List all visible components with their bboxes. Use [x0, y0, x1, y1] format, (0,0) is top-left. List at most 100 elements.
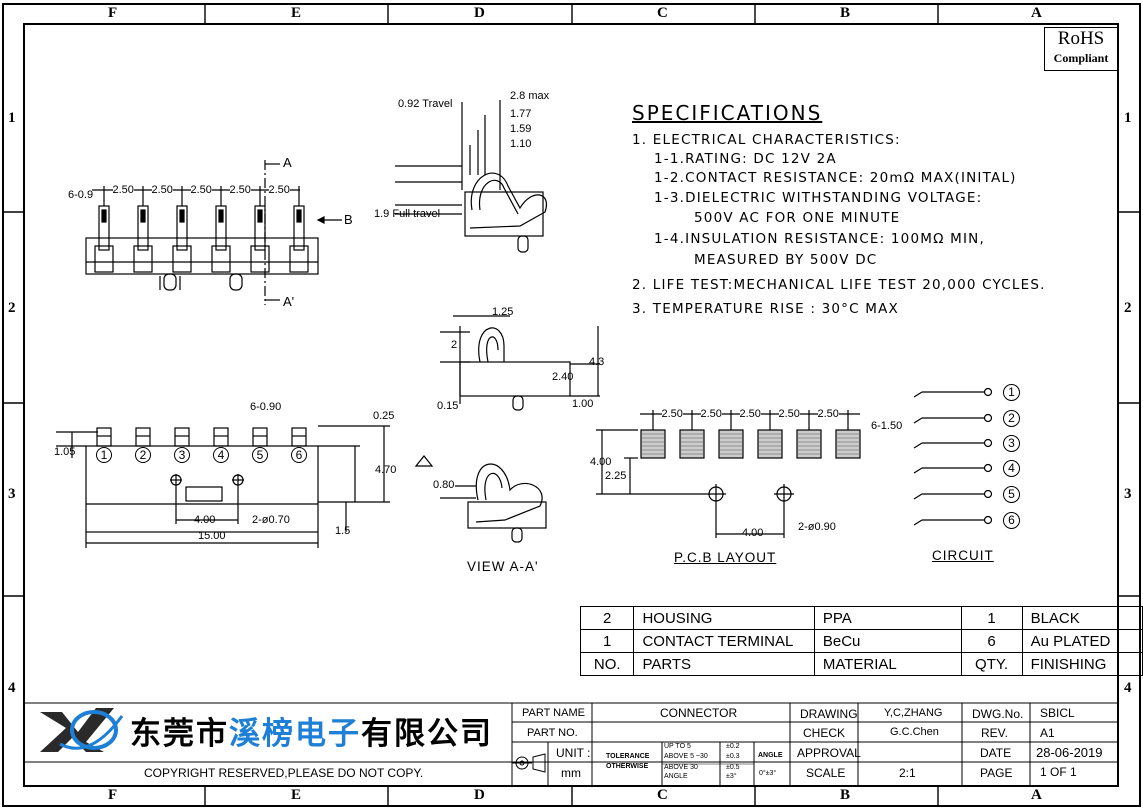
circuit-terminal	[983, 463, 993, 473]
pitch-label: 2.50	[268, 184, 290, 196]
bom-cell-no: 1	[579, 629, 635, 653]
dim-label: 4.70	[375, 464, 397, 476]
pin-number: 6	[291, 447, 307, 463]
angle-value: 0°±3°	[759, 770, 777, 777]
rohs-badge: RoHS Compliant	[1044, 27, 1118, 71]
company-name-b: 溪榜电子	[229, 716, 361, 752]
rohs-title: RoHS	[1057, 28, 1105, 49]
pitch-label: 2.50	[739, 408, 761, 420]
zone-number: 4	[1124, 680, 1132, 696]
section-mark-a2: A'	[283, 294, 295, 309]
zone-number: 2	[1124, 300, 1132, 316]
company-logo	[40, 708, 124, 752]
drawing-value: Y,C,ZHANG	[884, 707, 943, 719]
terminal-pad	[213, 427, 229, 447]
dim-label: 4.3	[589, 356, 605, 368]
circuit-pin-number: 2	[1003, 410, 1020, 427]
tolerance-label: TOLERANCE	[606, 753, 650, 760]
part-name-label: PART NAME	[522, 707, 585, 719]
date-label: DATE	[980, 746, 1012, 760]
bom-cell-part: PARTS	[633, 652, 815, 676]
dim-label: 0.15	[437, 400, 459, 412]
approval-label: APPROVAL	[797, 746, 861, 760]
pitch-label: 2.50	[112, 184, 134, 196]
circuit-switch	[913, 493, 923, 500]
tol-row: ANGLE	[664, 773, 688, 780]
circuit-pin-number: 5	[1003, 486, 1020, 503]
company-name-a: 东莞市	[130, 716, 229, 752]
dim-label: 1.00	[572, 398, 594, 410]
terminal-pin-tip	[218, 209, 224, 223]
dim-label: 6-0.9	[68, 189, 94, 201]
pcb-layout-label: P.C.B LAYOUT	[674, 550, 777, 565]
bottom-view	[56, 425, 390, 548]
dim-label: 1.25	[492, 306, 514, 318]
dim-label: 1.5	[335, 525, 351, 537]
company-name-c: 有限公司	[361, 716, 493, 752]
terminal-pad	[174, 427, 190, 447]
circuit-pin-number: 6	[1003, 512, 1020, 529]
circuit-switch	[913, 391, 923, 398]
circuit-terminal	[983, 438, 993, 448]
dwg-value: SBICL	[1040, 706, 1075, 720]
otherwise-label: OTHERWISE	[606, 763, 649, 770]
pitch-label: 2.50	[151, 184, 173, 196]
date-value: 28-06-2019	[1036, 745, 1103, 760]
zone-letter: B	[840, 5, 851, 21]
spec-line: 1-2.CONTACT RESISTANCE: 20mΩ MAX(INITAL)	[654, 170, 1017, 186]
spec-line: 500V AC FOR ONE MINUTE	[694, 210, 901, 226]
zone-letter: E	[291, 787, 302, 803]
dim-label: 2.25	[605, 470, 627, 482]
zone-letter: D	[474, 787, 485, 803]
dim-label: 0.25	[373, 410, 395, 422]
spec-line: MEASURED BY 500V DC	[694, 252, 878, 268]
zone-letter: D	[474, 5, 485, 21]
spec-line: 3. TEMPERATURE RISE : 30°C MAX	[632, 301, 899, 317]
bom-cell-qty: 6	[960, 629, 1023, 653]
view-label: VIEW A-A'	[467, 559, 539, 574]
terminal-slot	[211, 245, 231, 273]
terminal-slot	[94, 245, 114, 273]
zone-letter: A	[1031, 787, 1042, 803]
dim-label: 4.00	[194, 514, 216, 526]
circuit-switch	[913, 417, 923, 424]
spec-line: 2. LIFE TEST:MECHANICAL LIFE TEST 20,000…	[632, 277, 1046, 293]
circuit-label: CIRCUIT	[932, 548, 994, 563]
circuit-terminal	[983, 489, 993, 499]
terminal-pin-tip	[179, 209, 185, 223]
pitch-label: 2.50	[661, 408, 683, 420]
circuit-switch	[913, 442, 923, 449]
spec-line: 1. ELECTRICAL CHARACTERISTICS:	[632, 132, 901, 148]
pitch-label: 2.50	[229, 184, 251, 196]
spec-line: 1-4.INSULATION RESISTANCE: 100MΩ MIN,	[654, 231, 985, 247]
check-label: CHECK	[803, 726, 846, 740]
dim-label: 2-ø0.70	[252, 514, 290, 526]
zone-letter: C	[657, 5, 668, 21]
terminal-slot	[133, 245, 153, 273]
pitch-label: 2.50	[817, 408, 839, 420]
tol-row: UP TO 5	[664, 743, 691, 750]
bom-cell-no: NO.	[579, 652, 635, 676]
side-view-top	[395, 100, 547, 253]
rev-label: REV.	[981, 726, 1008, 740]
zone-number: 1	[1124, 110, 1132, 126]
part-name-value: CONNECTOR	[660, 706, 738, 720]
dim-label: 1.77	[510, 108, 532, 120]
section-mark-b: B	[344, 212, 353, 227]
part-no-label: PART NO.	[527, 727, 578, 739]
tol-value: ±0.2	[726, 743, 740, 750]
dim-label: 15.00	[198, 530, 226, 542]
terminal-pad	[96, 427, 112, 447]
spec-line: 1-3.DIELECTRIC WITHSTANDING VOLTAGE:	[654, 190, 983, 206]
bom-cell-part: CONTACT TERMINAL	[633, 629, 815, 653]
terminal-pad	[291, 427, 307, 447]
unit-label: UNIT :	[556, 746, 591, 760]
dim-label: 1.05	[54, 446, 76, 458]
terminal-pad	[135, 427, 151, 447]
page-label: PAGE	[980, 766, 1013, 780]
tol-value: ±3°	[726, 773, 737, 780]
scale-label: SCALE	[806, 766, 846, 780]
company-name: 东莞市溪榜电子有限公司	[130, 708, 493, 753]
